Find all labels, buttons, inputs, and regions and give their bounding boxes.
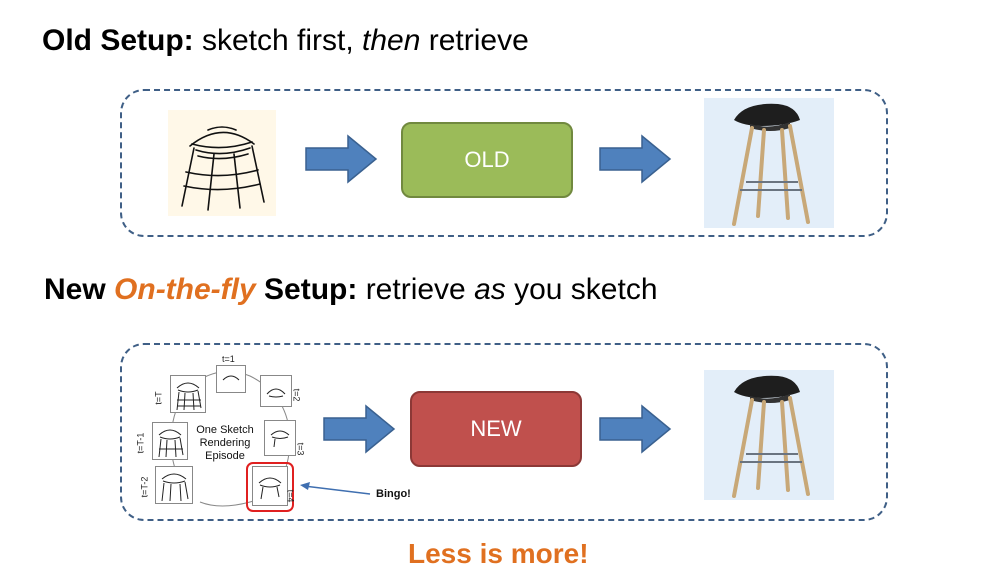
new-model-label: NEW — [470, 416, 522, 441]
old-setup-heading: Old Setup: sketch first, then retrieve — [42, 24, 529, 57]
old-model-label: OLD — [464, 147, 510, 172]
label-t3: t=3 — [295, 442, 306, 456]
label-t4: t=4 — [285, 489, 296, 503]
label-tT: t=T — [153, 391, 164, 405]
new-retrieved-stool-image — [704, 370, 834, 500]
old-sketch-image — [168, 110, 276, 216]
sketch-thumb-tT2 — [155, 466, 193, 504]
sketch-thumb-t4 — [252, 466, 288, 506]
tagline: Less is more! — [408, 538, 589, 569]
old-arrow-2 — [599, 134, 672, 184]
new-model-box: NEW — [410, 391, 582, 467]
sketch-thumb-t1 — [216, 365, 246, 393]
label-t1: t=1 — [222, 354, 235, 364]
sketch-thumb-tT — [170, 375, 206, 413]
old-setup-label: Old Setup: — [42, 24, 194, 57]
selected-sketch-highlight — [246, 462, 294, 512]
new-arrow-1 — [323, 404, 396, 454]
sketch-thumb-t2 — [260, 375, 292, 407]
old-retrieved-stool-image — [704, 98, 834, 228]
sketch-thumb-t3 — [264, 420, 296, 456]
new-arrow-2 — [599, 404, 672, 454]
old-setup-panel — [120, 89, 888, 237]
stool-photo-drawing-2 — [732, 375, 810, 498]
label-t2: t=2 — [291, 388, 302, 402]
episode-label: One Sketch Rendering Episode — [196, 424, 254, 462]
old-model-box: OLD — [401, 122, 573, 198]
sketch-thumb-tT1 — [152, 422, 188, 460]
bingo-label: Bingo! — [376, 488, 411, 500]
label-tT2: t=T-2 — [139, 476, 150, 498]
new-setup-heading: New On-the-fly Setup: retrieve as you sk… — [44, 273, 658, 306]
stool-sketch-drawing — [181, 126, 265, 211]
on-the-fly-label: On-the-fly — [114, 273, 256, 306]
label-tT1: t=T-1 — [135, 432, 146, 454]
stool-photo-drawing — [732, 103, 810, 226]
new-setup-panel — [120, 343, 888, 521]
bingo-pointer-arrow — [300, 482, 371, 495]
old-arrow-1 — [305, 134, 378, 184]
